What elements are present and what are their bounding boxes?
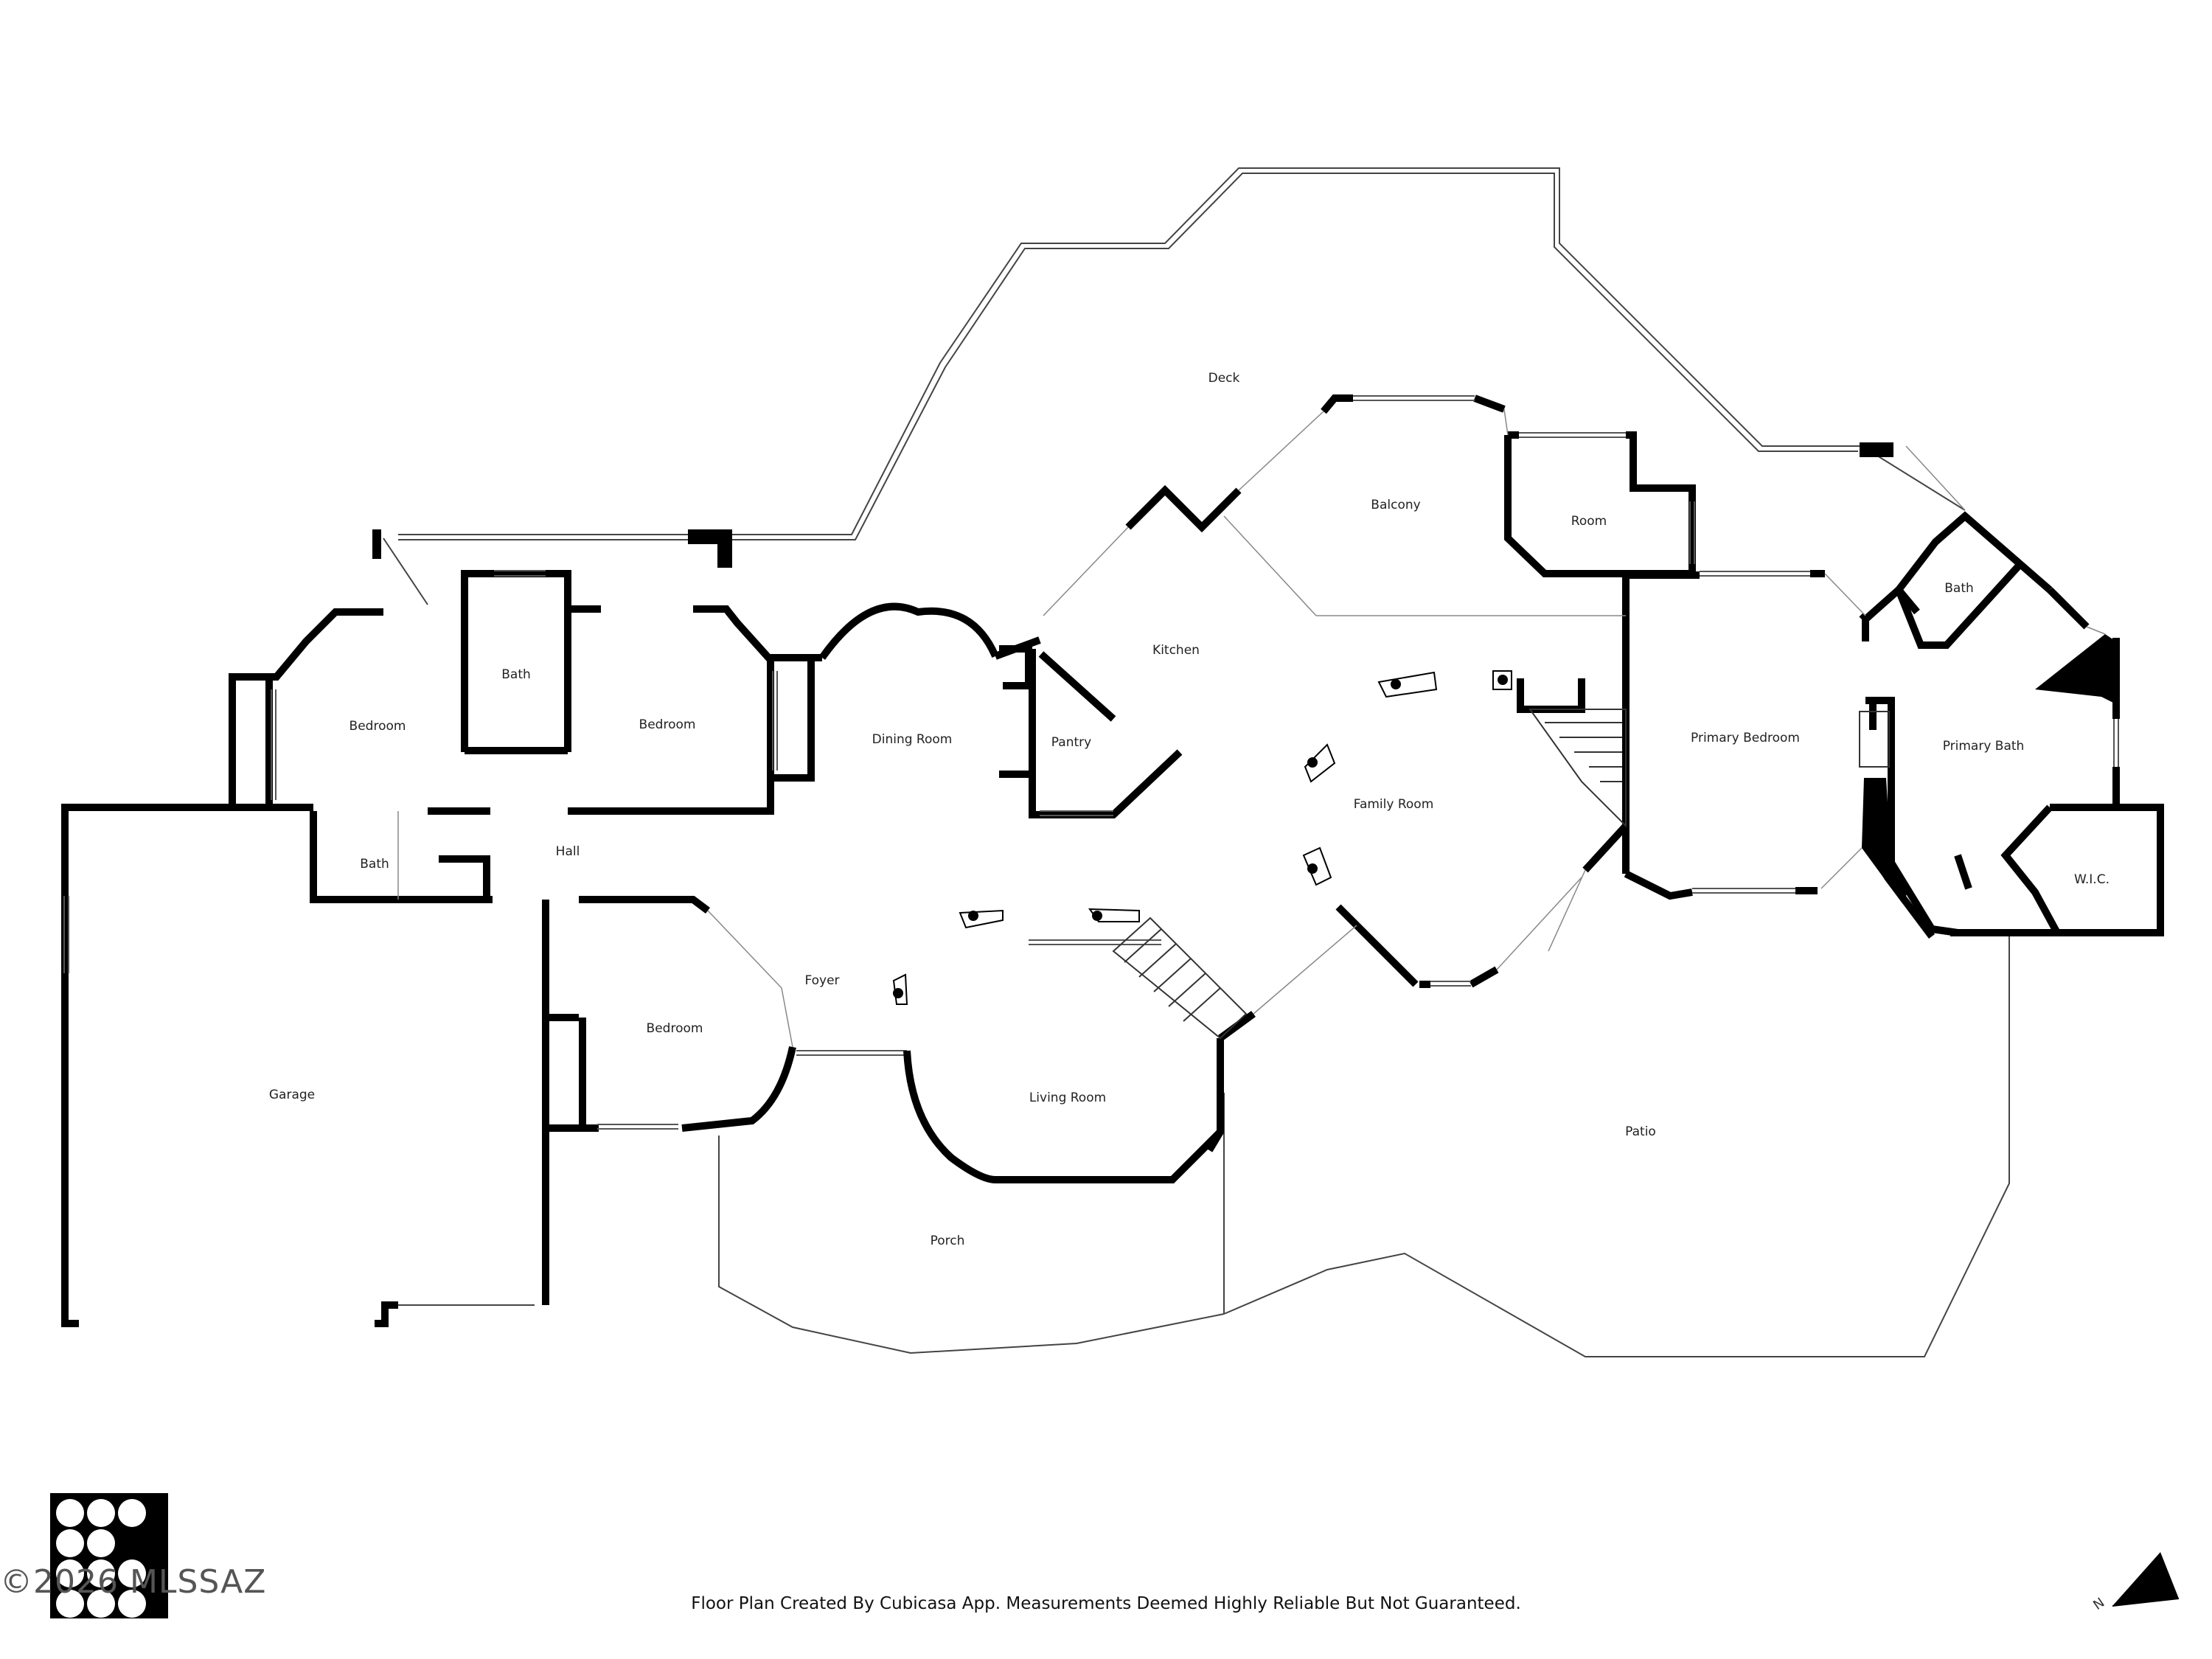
room-label-bath-hall: Bath (360, 857, 389, 872)
room-label-garage: Garage (269, 1088, 315, 1102)
room-label-primary-bedroom: Primary Bedroom (1691, 731, 1800, 745)
room-label-patio: Patio (1625, 1124, 1656, 1139)
room-label-foyer: Foyer (804, 973, 839, 988)
room-label-deck: Deck (1208, 371, 1240, 386)
room-label-room: Room (1571, 514, 1607, 529)
room-label-bath-upper-right: Bath (1944, 581, 1974, 596)
room-label-porch: Porch (931, 1234, 965, 1248)
bay-walls (681, 602, 1223, 1183)
footer-credit: Floor Plan Created By Cubicasa App. Meas… (691, 1594, 1521, 1613)
room-label-wic: W.I.C. (2074, 872, 2110, 887)
walls (61, 394, 2164, 1327)
room-label-living: Living Room (1029, 1091, 1106, 1105)
outdoor-outlines (383, 167, 2010, 1357)
mls-watermark: ©2026 MLSSAZ (0, 1563, 267, 1601)
room-label-primary-bath: Primary Bath (1943, 739, 2025, 754)
room-label-family: Family Room (1354, 797, 1434, 812)
room-label-bedroom-left: Bedroom (349, 719, 406, 734)
room-label-balcony: Balcony (1371, 498, 1420, 512)
columns (892, 670, 1512, 1005)
room-label-bedroom-front: Bedroom (647, 1021, 703, 1036)
stairs (1112, 709, 1890, 1040)
room-label-bath-top: Bath (501, 667, 531, 682)
room-label-bedroom-middle: Bedroom (639, 717, 696, 732)
cubicasa-logo (50, 1493, 168, 1618)
windows (63, 395, 2119, 1130)
room-label-dining: Dining Room (872, 732, 953, 747)
north-arrow-icon (2112, 1552, 2180, 1607)
wall-blocks (372, 442, 2116, 903)
room-label-hall: Hall (556, 844, 580, 859)
room-labels: Deck Balcony Room Kitchen Pantry Dining … (269, 371, 2110, 1248)
room-label-pantry: Pantry (1051, 735, 1091, 750)
room-label-kitchen: Kitchen (1152, 643, 1200, 658)
openings (397, 408, 2106, 1048)
